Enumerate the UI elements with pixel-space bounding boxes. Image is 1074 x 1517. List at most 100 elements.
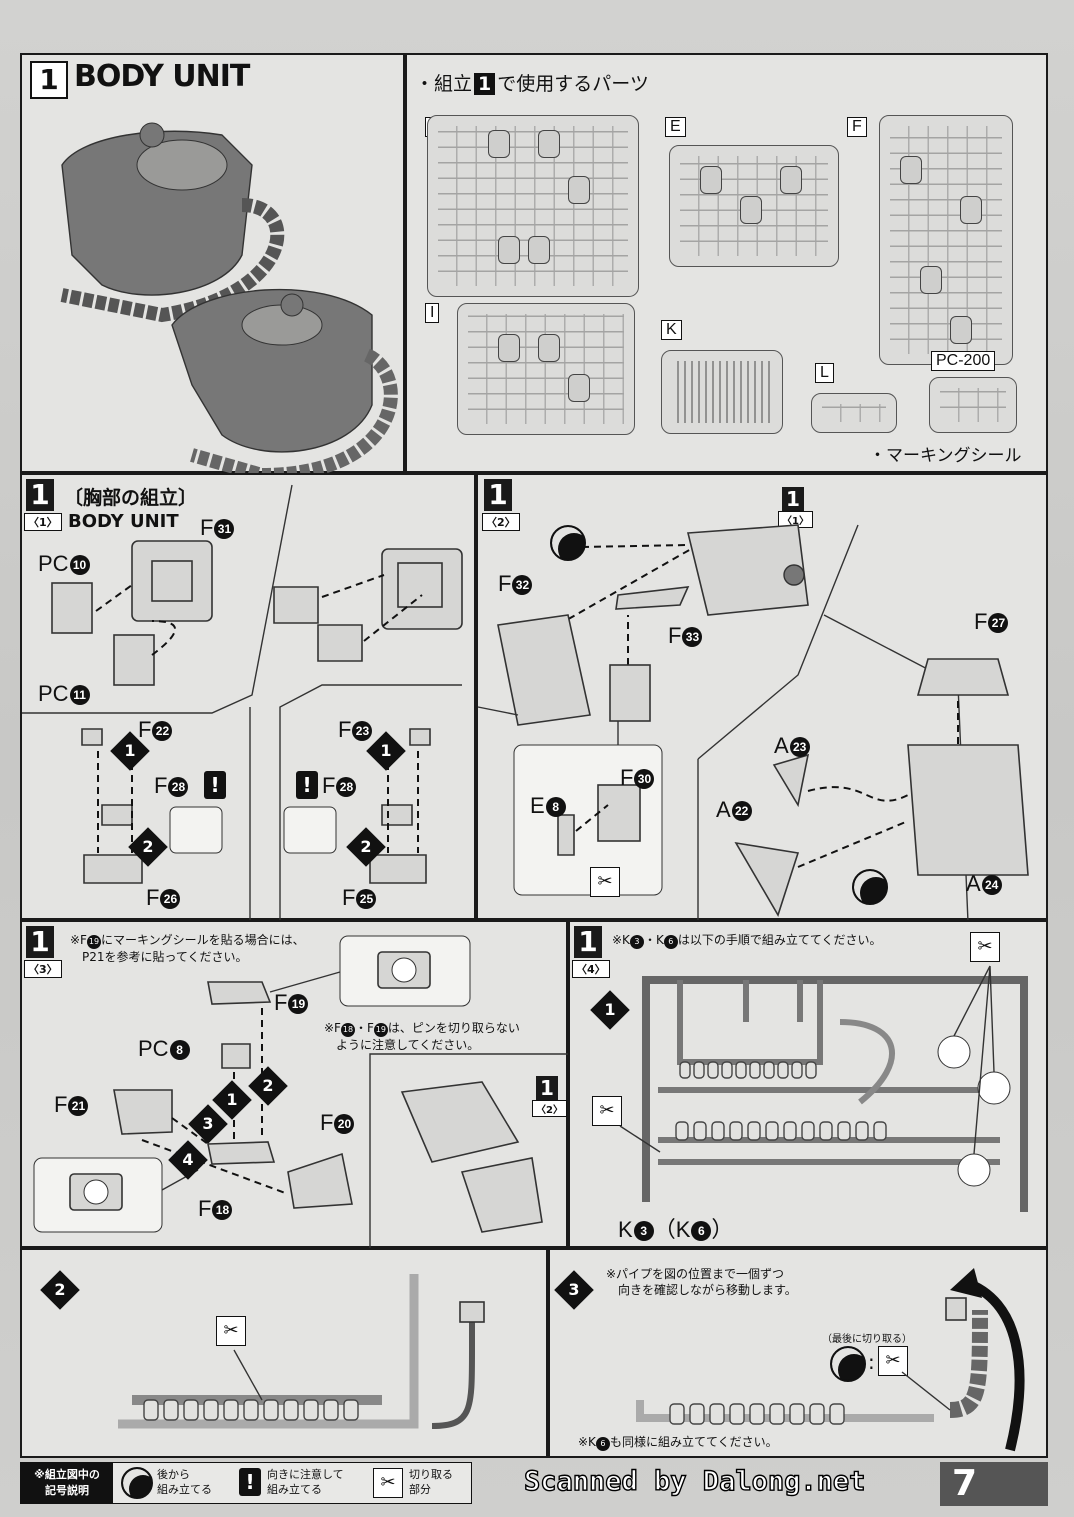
legend-item-orientation: 向きに注意して組み立てる xyxy=(267,1468,344,1496)
legend-title: ※組立図中の記号説明 xyxy=(21,1463,113,1503)
orientation-warning-icon: ! xyxy=(239,1468,261,1496)
step-diamond-2: 2 xyxy=(248,1066,288,1106)
body-unit-render-back xyxy=(60,122,398,483)
pipe-step-3-panel: 3 ※パイプを図の位置まで一個ずつ 向きを確認しながら移動します。 （最後に切り… xyxy=(548,1248,1048,1458)
legend-item-cut: 切り取る部分 xyxy=(409,1468,453,1496)
k-runner-diagram xyxy=(619,965,1028,1212)
runner-k xyxy=(661,350,783,434)
cut-part-icon: ✂ xyxy=(216,1316,246,1346)
runner-label-i: I xyxy=(425,303,440,323)
cut-part-icon: ✂ xyxy=(373,1468,403,1498)
step-1-2-number: 1 xyxy=(484,479,512,511)
runner-i xyxy=(457,303,635,435)
legend-item-attach-later: 後から組み立てる xyxy=(157,1468,212,1496)
runner-label-e: E xyxy=(665,117,686,137)
step-1-4-number: 1 xyxy=(574,926,602,958)
step-diamond-3: 3 xyxy=(188,1104,228,1144)
legend-colon: : xyxy=(868,1350,875,1374)
step-1-3-number: 1 xyxy=(26,926,54,958)
step-diamond-1: 1 xyxy=(110,731,150,771)
step-ref-1-1: 1 xyxy=(782,487,804,511)
attach-later-icon xyxy=(852,869,888,905)
step-diamond-2: 2 xyxy=(128,827,168,867)
marking-seal-label: ・マーキングシール xyxy=(869,446,1022,466)
runner-pc200 xyxy=(929,377,1017,433)
chest-core-diagram xyxy=(22,484,463,922)
runner-a xyxy=(427,115,639,297)
step-1-4-sub: 〈4〉 xyxy=(572,960,610,978)
runner-f xyxy=(879,115,1013,365)
step-1-1-subtitle: BODY UNIT xyxy=(68,511,179,532)
step-1-2-panel: 1 〈2〉 1 〈1〉 xyxy=(476,473,1048,923)
symbol-legend: ※組立図中の記号説明 後から組み立てる ! 向きに注意して組み立てる ✂ 切り取… xyxy=(20,1462,472,1504)
step-1-1-sub: 〈1〉 xyxy=(24,513,62,531)
step-ref-1-2: 1 xyxy=(536,1076,558,1100)
step-diamond-2: 2 xyxy=(346,827,386,867)
runner-label-k: K xyxy=(661,320,682,340)
attach-later-icon xyxy=(121,1467,153,1499)
runner-e xyxy=(669,145,839,267)
step-ref-1-2-sub: 〈2〉 xyxy=(532,1100,567,1117)
step-diamond-1: 1 xyxy=(366,731,406,771)
pipe-cut-diagram xyxy=(118,1274,485,1429)
base-assembly-diagram xyxy=(33,935,570,1250)
runner-label-f: F xyxy=(847,117,867,137)
cut-part-icon: ✂ xyxy=(970,932,1000,962)
runner-label-pc200: PC-200 xyxy=(931,351,996,371)
pipe-move-diagram xyxy=(636,1268,1025,1452)
cut-part-icon: ✂ xyxy=(590,867,620,897)
page-title: BODY UNIT xyxy=(74,59,250,94)
parts-used-step-badge: 1 xyxy=(474,73,496,95)
runner-l xyxy=(811,393,897,433)
attach-later-icon xyxy=(550,525,586,561)
torso-assembly-diagram xyxy=(477,524,1029,923)
body-unit-header-panel: 1 BODY UNIT xyxy=(20,53,405,483)
last-cut-note: （最後に切り取る） xyxy=(822,1334,912,1345)
step-1-1-number: 1 xyxy=(26,479,54,511)
pipe-segment-row xyxy=(679,1061,817,1079)
step-number-badge: 1 xyxy=(30,61,68,99)
attach-later-icon xyxy=(830,1346,866,1382)
step-1-2-sub: 〈2〉 xyxy=(482,513,520,531)
step-diamond-4: 4 xyxy=(168,1140,208,1180)
page-number: 7 xyxy=(940,1462,1048,1506)
orientation-warning-icon: ! xyxy=(204,771,226,799)
scanned-watermark: Scanned by Dalong.net xyxy=(523,1465,866,1497)
runner-label-l: L xyxy=(815,363,834,383)
pipe-step-2-panel: 2 ✂ xyxy=(20,1248,548,1458)
cut-part-icon: ✂ xyxy=(878,1346,908,1376)
